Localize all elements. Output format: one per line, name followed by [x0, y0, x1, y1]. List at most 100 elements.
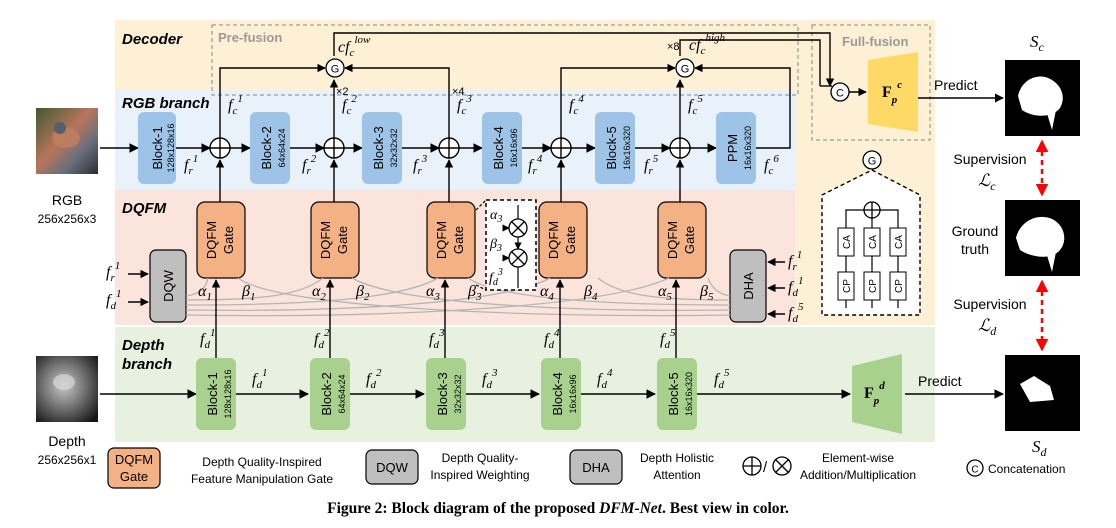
dqfm-gate-4: DQFM Gate [538, 201, 588, 279]
svg-text:DQW: DQW [161, 269, 176, 302]
prefusion-label: Pre-fusion [218, 30, 282, 45]
dqfm-gate-3: DQFM Gate [426, 201, 476, 279]
depth-block-1: Block-1 128x128x16 [196, 358, 236, 430]
depth-block-2: Block-2 64x64x24 [310, 358, 350, 430]
rgb-input-label: RGB [52, 192, 82, 208]
dqfm-gate-1: DQFM Gate [196, 201, 246, 279]
concat-icon: C [966, 459, 984, 477]
svg-text:DHA: DHA [582, 460, 610, 475]
multiply-icon [508, 248, 528, 268]
svg-text:Gate: Gate [120, 469, 148, 484]
svg-text:G: G [868, 156, 877, 168]
depth-block-5: Block-5 16x16x320 [657, 358, 697, 430]
saliency-output-sd [1005, 355, 1080, 431]
dqfm-gate-5: DQFM Gate [657, 201, 707, 279]
loss-d-label: ℒd [978, 316, 997, 338]
svg-text:Feature Manipulation Gate: Feature Manipulation Gate [191, 472, 333, 486]
svg-text:CA: CA [842, 235, 853, 249]
depth-branch-label: Depth [122, 337, 165, 354]
svg-text:DQFM: DQFM [665, 221, 680, 259]
svg-text:Inspired Weighting: Inspired Weighting [430, 468, 529, 482]
dqfm-row-label: DQFM [122, 200, 167, 217]
legend: DQFM Gate Depth Quality-Inspired Feature… [107, 447, 1065, 489]
dha-box: DHA [729, 249, 767, 323]
loss-c-label: ℒc [978, 171, 996, 193]
svg-text:DQFM: DQFM [546, 221, 561, 259]
svg-text:CP: CP [842, 279, 853, 293]
ppm-block-name: PPM [725, 134, 740, 162]
rgb-block-2: Block-2 64x64x24 [250, 112, 290, 184]
predict-label-top: Predict [934, 77, 978, 93]
svg-text:CA: CA [868, 235, 879, 249]
add-icon [669, 137, 691, 159]
svg-text:Depth Holistic: Depth Holistic [640, 451, 714, 465]
g-node-high: G [675, 58, 695, 78]
multiply-icon [508, 218, 528, 238]
rgb-block-1-name: Block-1 [150, 126, 165, 169]
dqfm-gate-detail: α3 β3 fd3 [475, 199, 537, 291]
weighting-curves [185, 277, 731, 317]
rgb-block-2-size: 64x64x24 [277, 128, 287, 167]
svg-text:128x128x16: 128x128x16 [223, 369, 233, 418]
ppm-block: PPM 16x16x320 [716, 112, 756, 184]
rgb-block-3: Block-3 32x32x32 [362, 112, 402, 184]
svg-text:Attention: Attention [653, 468, 700, 482]
depth-branch-label-2: branch [122, 356, 172, 373]
rgb-block-5: Block-5 16x16x320 [595, 112, 635, 184]
g-node-low: G [325, 58, 345, 78]
svg-text:DQFM: DQFM [115, 452, 153, 467]
svg-text:C: C [836, 88, 844, 100]
saliency-output-sc [1005, 60, 1080, 136]
ppm-block-size: 16x16x320 [743, 126, 753, 170]
rgb-block-4-size: 16x16x96 [509, 128, 519, 167]
ground-truth-label: Ground [952, 223, 999, 239]
rgb-branch-label: RGB branch [122, 95, 210, 112]
concat-node: C [830, 82, 850, 102]
svg-text:Concatenation: Concatenation [988, 462, 1065, 476]
svg-text:Block-5: Block-5 [666, 372, 681, 415]
svg-text:Addition/Multiplication: Addition/Multiplication [800, 468, 916, 482]
rgb-block-5-name: Block-5 [604, 126, 619, 169]
rgb-block-1: Block-1 128x128x16 [138, 112, 176, 184]
svg-text:Gate: Gate [221, 226, 236, 254]
add-icon [863, 201, 881, 219]
svg-text:16x16x96: 16x16x96 [568, 374, 578, 413]
rgb-block-1-size: 128x128x16 [166, 123, 176, 172]
svg-text:DQFM: DQFM [434, 221, 449, 259]
rgb-input-image [36, 108, 98, 174]
rgb-block-5-size: 16x16x320 [622, 126, 632, 170]
ground-truth-label-2: truth [961, 241, 989, 257]
svg-text:DQFM: DQFM [204, 221, 219, 259]
dqw-box: DQW [149, 249, 187, 323]
add-icon [550, 137, 572, 159]
g-module-detail: G CA CA CA CP CP [821, 150, 921, 316]
upsample-x2: ×2 [336, 86, 349, 98]
svg-text:16x16x320: 16x16x320 [684, 372, 694, 416]
upsample-x4: ×4 [452, 86, 465, 98]
depth-block-4: Block-4 16x16x96 [541, 358, 581, 430]
rgb-input-size: 256x256x3 [38, 212, 97, 226]
supervision-label-d: Supervision [953, 296, 1026, 312]
svg-text:Gate: Gate [682, 226, 697, 254]
upsample-x8: ×8 [667, 41, 680, 53]
prefusion-region [211, 24, 799, 96]
decoder-label: Decoder [122, 31, 183, 48]
ground-truth-image [1005, 200, 1080, 276]
svg-text:Gate: Gate [563, 226, 578, 254]
add-icon [209, 137, 231, 159]
svg-text:CP: CP [868, 279, 879, 293]
fp-d-decoder: Fpd [852, 354, 902, 434]
svg-text:32x32x32: 32x32x32 [453, 374, 463, 413]
depth-input-size: 256x256x1 [38, 453, 97, 467]
svg-text:CP: CP [894, 279, 905, 293]
fp-c-decoder: Fpc [868, 52, 918, 132]
svg-text:G: G [681, 64, 690, 76]
svg-text:Depth Quality-: Depth Quality- [442, 451, 519, 465]
svg-text:Block-2: Block-2 [319, 372, 334, 415]
svg-text:CA: CA [894, 235, 905, 249]
svg-text:C: C [971, 465, 978, 476]
rgb-block-2-name: Block-2 [259, 126, 274, 169]
add-icon [438, 137, 460, 159]
multiply-icon [772, 456, 792, 476]
